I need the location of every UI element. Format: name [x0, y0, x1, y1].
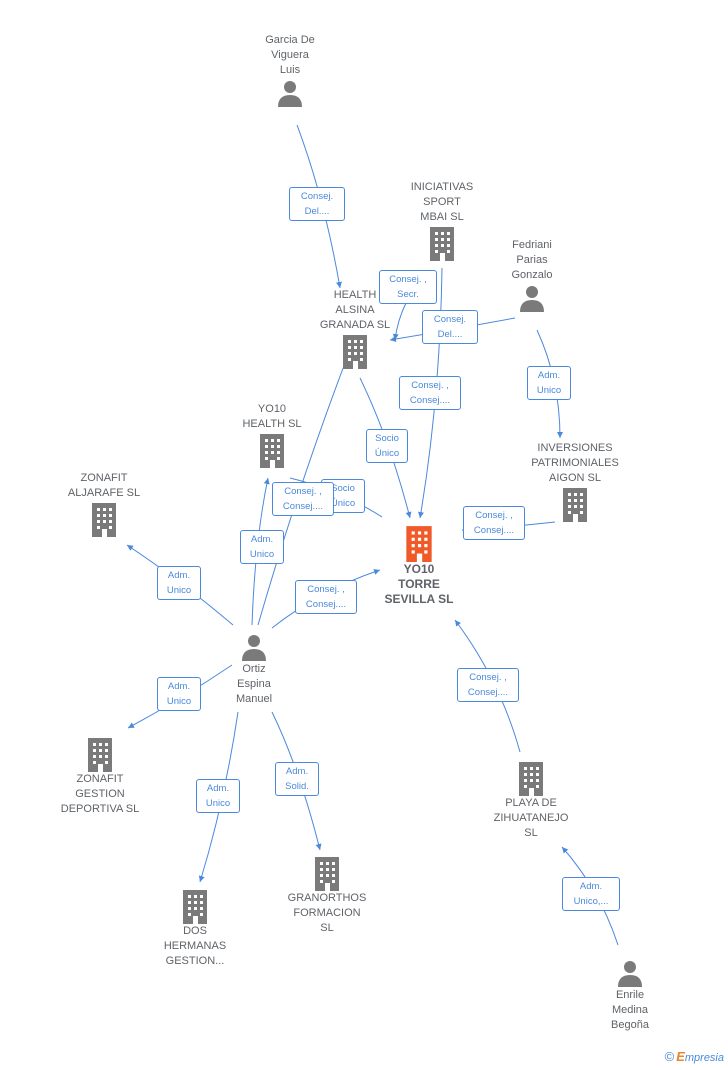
person-icon	[520, 286, 544, 312]
node-iniciativas[interactable]: INICIATIVAS SPORT MBAI SL	[392, 180, 492, 261]
building-icon	[343, 335, 367, 369]
relation-inversiones-torre[interactable]: Consej. , Consej....	[463, 506, 525, 540]
relation-iniciativas-torre[interactable]: Consej. , Consej....	[399, 376, 461, 410]
node-fedriani[interactable]: Fedriani Parias Gonzalo	[482, 238, 582, 313]
person-icon	[618, 961, 642, 987]
relation-fedriani-inversiones[interactable]: Adm. Unico	[527, 366, 571, 400]
relation-fedriani-health[interactable]: Consej. Del....	[422, 310, 478, 344]
building-icon	[183, 890, 207, 924]
node-label: DOS HERMANAS GESTION...	[163, 925, 227, 967]
relation-playa-torre[interactable]: Consej. , Consej....	[457, 668, 519, 702]
node-health-alsina[interactable]: HEALTH ALSINA GRANADA SL	[305, 288, 405, 369]
node-zonafit-aljarafe[interactable]: ZONAFIT ALJARAFE SL	[54, 471, 154, 537]
person-icon	[278, 81, 302, 107]
node-yo10-torre[interactable]: YO10 TORRE SEVILLA SL	[369, 524, 469, 607]
relation-ortiz-dos-hermanas[interactable]: Adm. Unico	[196, 779, 240, 813]
node-label: HEALTH ALSINA GRANADA SL	[319, 289, 391, 331]
person-icon	[242, 635, 266, 661]
relation-garcia-health[interactable]: Consej. Del....	[289, 187, 345, 221]
node-dos-hermanas[interactable]: DOS HERMANAS GESTION...	[145, 888, 245, 969]
node-inversiones[interactable]: INVERSIONES PATRIMONIALES AIGON SL	[515, 441, 635, 522]
node-zonafit-gestion[interactable]: ZONAFIT GESTION DEPORTIVA SL	[45, 736, 155, 817]
node-label: GRANORTHOS FORMACION SL	[287, 892, 367, 934]
brand-footer: ©Empresia	[665, 1049, 724, 1064]
building-icon	[406, 526, 432, 562]
building-icon	[519, 762, 543, 796]
relation-ortiz-yo10health-adm[interactable]: Adm. Unico	[240, 530, 284, 564]
node-label: PLAYA DE ZIHUATANEJO SL	[493, 797, 569, 839]
building-icon	[92, 503, 116, 537]
node-label: Ortiz Espina Manuel	[235, 663, 273, 705]
copyright-icon: ©	[664, 1049, 675, 1064]
relation-ortiz-granorthos[interactable]: Adm. Solid.	[275, 762, 319, 796]
node-playa[interactable]: PLAYA DE ZIHUATANEJO SL	[476, 760, 586, 841]
relation-health-torre[interactable]: Socio Único	[366, 429, 408, 463]
node-label: YO10 HEALTH SL	[242, 403, 302, 430]
node-garcia[interactable]: Garcia De Viguera Luis	[240, 33, 340, 108]
node-label: Enrile Medina Begoña	[611, 989, 649, 1031]
building-icon	[315, 857, 339, 891]
node-label: ZONAFIT ALJARAFE SL	[67, 472, 141, 499]
building-icon	[563, 488, 587, 522]
building-icon	[88, 738, 112, 772]
node-enrile[interactable]: Enrile Medina Begoña	[580, 958, 680, 1033]
node-label: ZONAFIT GESTION DEPORTIVA SL	[60, 773, 140, 815]
relation-ortiz-yo10health-consej[interactable]: Consej. , Consej....	[272, 482, 334, 516]
relation-iniciativas-health[interactable]: Consej. , Secr.	[379, 270, 437, 304]
node-label: YO10 TORRE SEVILLA SL	[384, 562, 454, 606]
node-label: INICIATIVAS SPORT MBAI SL	[410, 181, 474, 223]
building-icon	[260, 434, 284, 468]
brand-name: mpresia	[684, 1052, 724, 1064]
relation-ortiz-zonafit-gestion[interactable]: Adm. Unico	[157, 677, 201, 711]
building-icon	[430, 227, 454, 261]
relation-enrile-playa[interactable]: Adm. Unico,...	[562, 877, 620, 911]
brand-initial: E	[676, 1049, 685, 1064]
node-label: Garcia De Viguera Luis	[265, 34, 315, 76]
relation-ortiz-aljarafe[interactable]: Adm. Unico	[157, 566, 201, 600]
node-granorthos[interactable]: GRANORTHOS FORMACION SL	[272, 855, 382, 936]
node-label: Fedriani Parias Gonzalo	[511, 239, 553, 281]
node-label: INVERSIONES PATRIMONIALES AIGON SL	[531, 442, 619, 484]
node-ortiz[interactable]: Ortiz Espina Manuel	[204, 632, 304, 707]
relation-ortiz-torre[interactable]: Consej. , Consej....	[295, 580, 357, 614]
node-yo10-health[interactable]: YO10 HEALTH SL	[222, 402, 322, 468]
